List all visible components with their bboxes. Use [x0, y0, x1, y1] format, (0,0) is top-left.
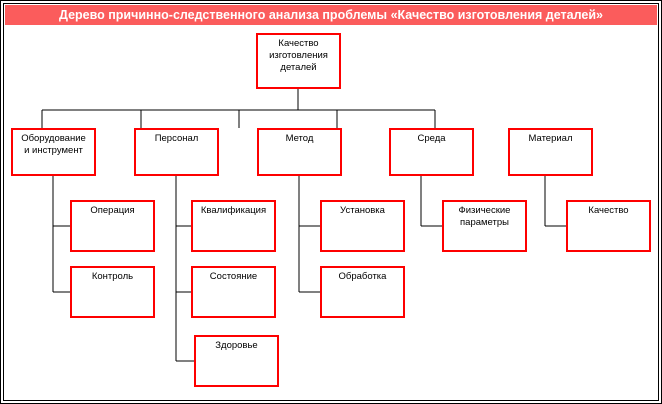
node-label: Квалификация [200, 205, 267, 216]
node-label: Персонал [154, 133, 199, 144]
category-node-environment[interactable]: Среда [389, 128, 474, 176]
node-label: Метод [285, 133, 314, 144]
node-label: Материал [528, 133, 573, 144]
category-node-personnel[interactable]: Персонал [134, 128, 219, 176]
node-label: Качество [588, 205, 629, 216]
node-label: Качество изготовления деталей [269, 38, 328, 73]
node-label: Контроль [91, 271, 134, 282]
category-node-material[interactable]: Материал [508, 128, 593, 176]
page-title: Дерево причинно-следственного анализа пр… [5, 5, 657, 25]
node-label: Операция [90, 205, 135, 216]
node-label: Оборудование и инструмент [21, 133, 86, 156]
node-label: Физические параметры [458, 205, 511, 228]
factor-node-control[interactable]: Контроль [70, 266, 155, 318]
category-node-method[interactable]: Метод [257, 128, 342, 176]
node-label: Обработка [338, 271, 387, 282]
factor-node-operation[interactable]: Операция [70, 200, 155, 252]
node-label: Здоровье [215, 340, 258, 351]
factor-node-processing[interactable]: Обработка [320, 266, 405, 318]
factor-node-qualification[interactable]: Квалификация [191, 200, 276, 252]
factor-node-condition[interactable]: Состояние [191, 266, 276, 318]
category-node-equipment[interactable]: Оборудование и инструмент [11, 128, 96, 176]
factor-node-physparams[interactable]: Физические параметры [442, 200, 527, 252]
node-label: Среда [417, 133, 446, 144]
factor-node-quality3[interactable]: Качество [566, 200, 651, 252]
factor-node-setup[interactable]: Установка [320, 200, 405, 252]
node-label: Состояние [209, 271, 258, 282]
node-label: Установка [340, 205, 385, 216]
root-node-root[interactable]: Качество изготовления деталей [256, 33, 341, 89]
factor-node-health[interactable]: Здоровье [194, 335, 279, 387]
